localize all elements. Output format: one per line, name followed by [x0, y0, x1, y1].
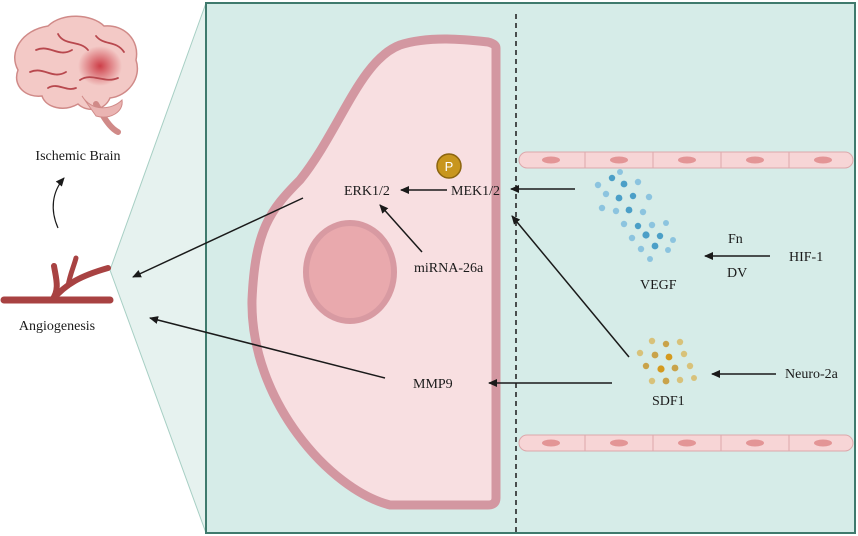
arrow-angiogenesis-to-brain [52, 177, 65, 229]
vegf-label: VEGF [640, 278, 677, 293]
neuro2a-label: Neuro-2a [785, 367, 839, 382]
vessel-wall-bottom [518, 434, 854, 452]
ischemic-brain-label: Ischemic Brain [35, 149, 120, 164]
mirna-label: miRNA-26a [414, 261, 484, 276]
sdf1-particles [636, 337, 697, 385]
fn-label: Fn [728, 232, 743, 247]
mek-label: MEK1/2 [451, 184, 500, 199]
hif1-label: HIF-1 [789, 250, 823, 265]
vessel-wall-top [518, 151, 854, 169]
nucleus [303, 220, 397, 324]
dv-label: DV [727, 266, 747, 281]
arrow-mirna-to-erk [379, 204, 423, 253]
arrow-mmp9-to-angiogenesis [149, 316, 386, 379]
phospho-label: P [445, 159, 454, 174]
erk-label: ERK1/2 [344, 184, 390, 199]
angiogenesis-label: Angiogenesis [19, 319, 95, 334]
brain-icon [14, 15, 139, 135]
sdf1-label: SDF1 [652, 394, 685, 409]
arrow-sdf1-to-mek [511, 215, 630, 358]
blood-vessel-icon [0, 255, 114, 304]
vegf-particles [594, 169, 676, 262]
mmp9-label: MMP9 [413, 377, 453, 392]
arrow-erk-to-angiogenesis [132, 197, 304, 278]
phosphorylation-icon: P [436, 153, 462, 179]
